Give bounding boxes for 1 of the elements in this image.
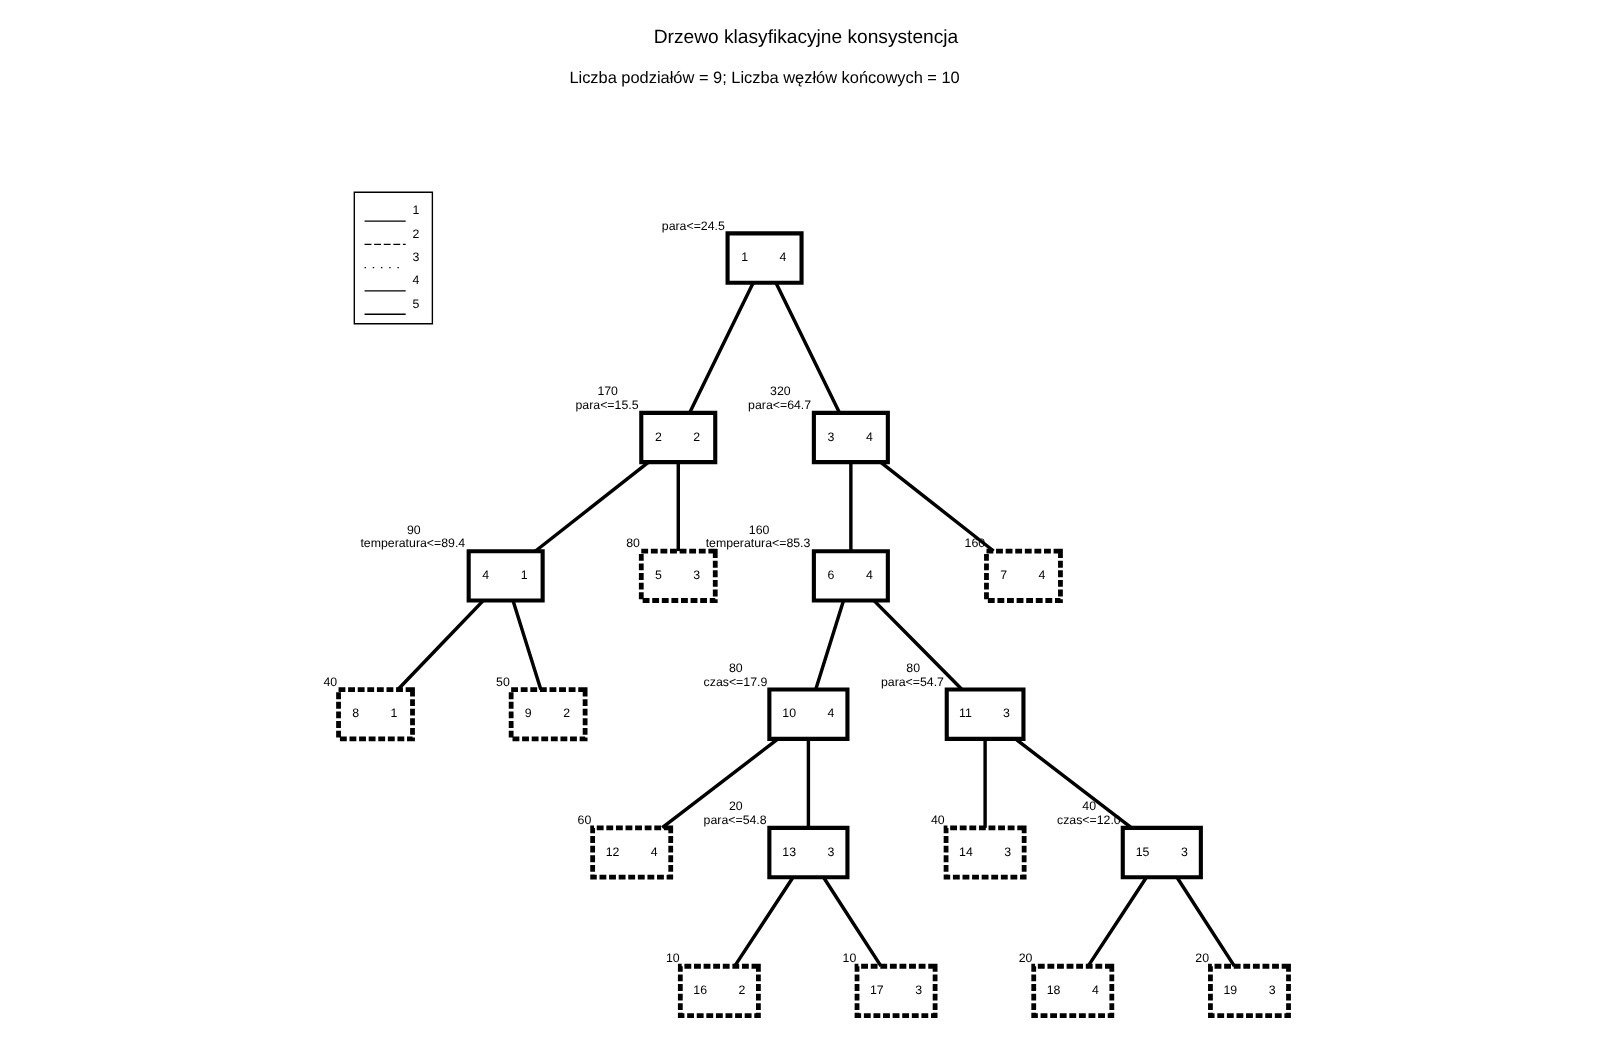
diagram-title: Drzewo klasyfikacyjne konsystencja [653,27,959,50]
